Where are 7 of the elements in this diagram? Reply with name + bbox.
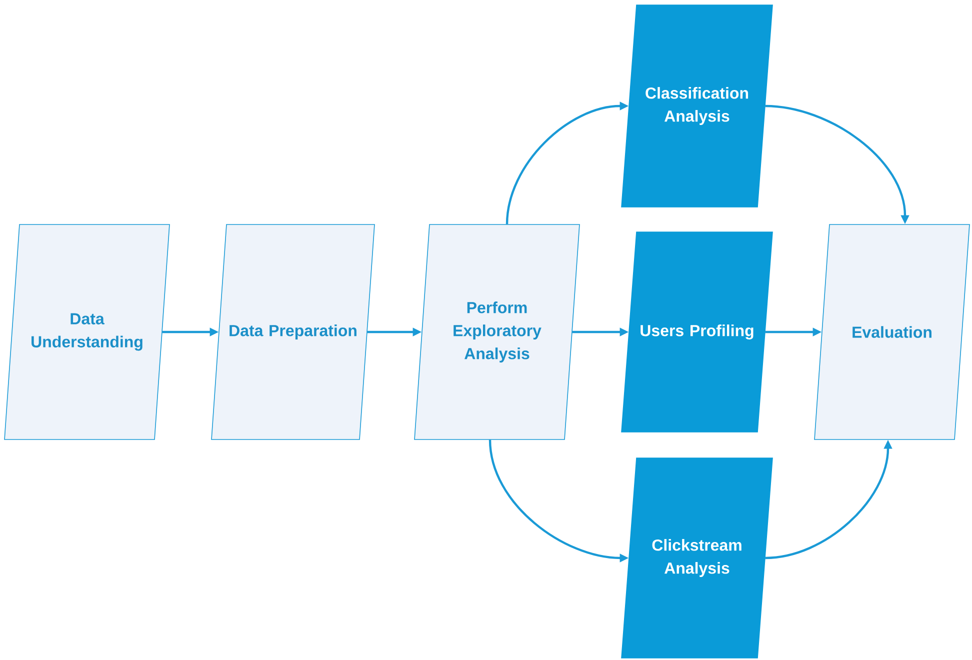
analysis-box: Users Profiling: [621, 232, 773, 432]
analysis-box: Clickstream Analysis: [621, 458, 773, 658]
process-box: Data Preparation: [211, 224, 375, 440]
analysis-box: Classification Analysis: [621, 4, 773, 208]
process-box: Perform Exploratory Analysis: [414, 224, 580, 440]
process-box: Evaluation: [814, 224, 970, 440]
process-box: Data Understanding: [4, 224, 170, 440]
